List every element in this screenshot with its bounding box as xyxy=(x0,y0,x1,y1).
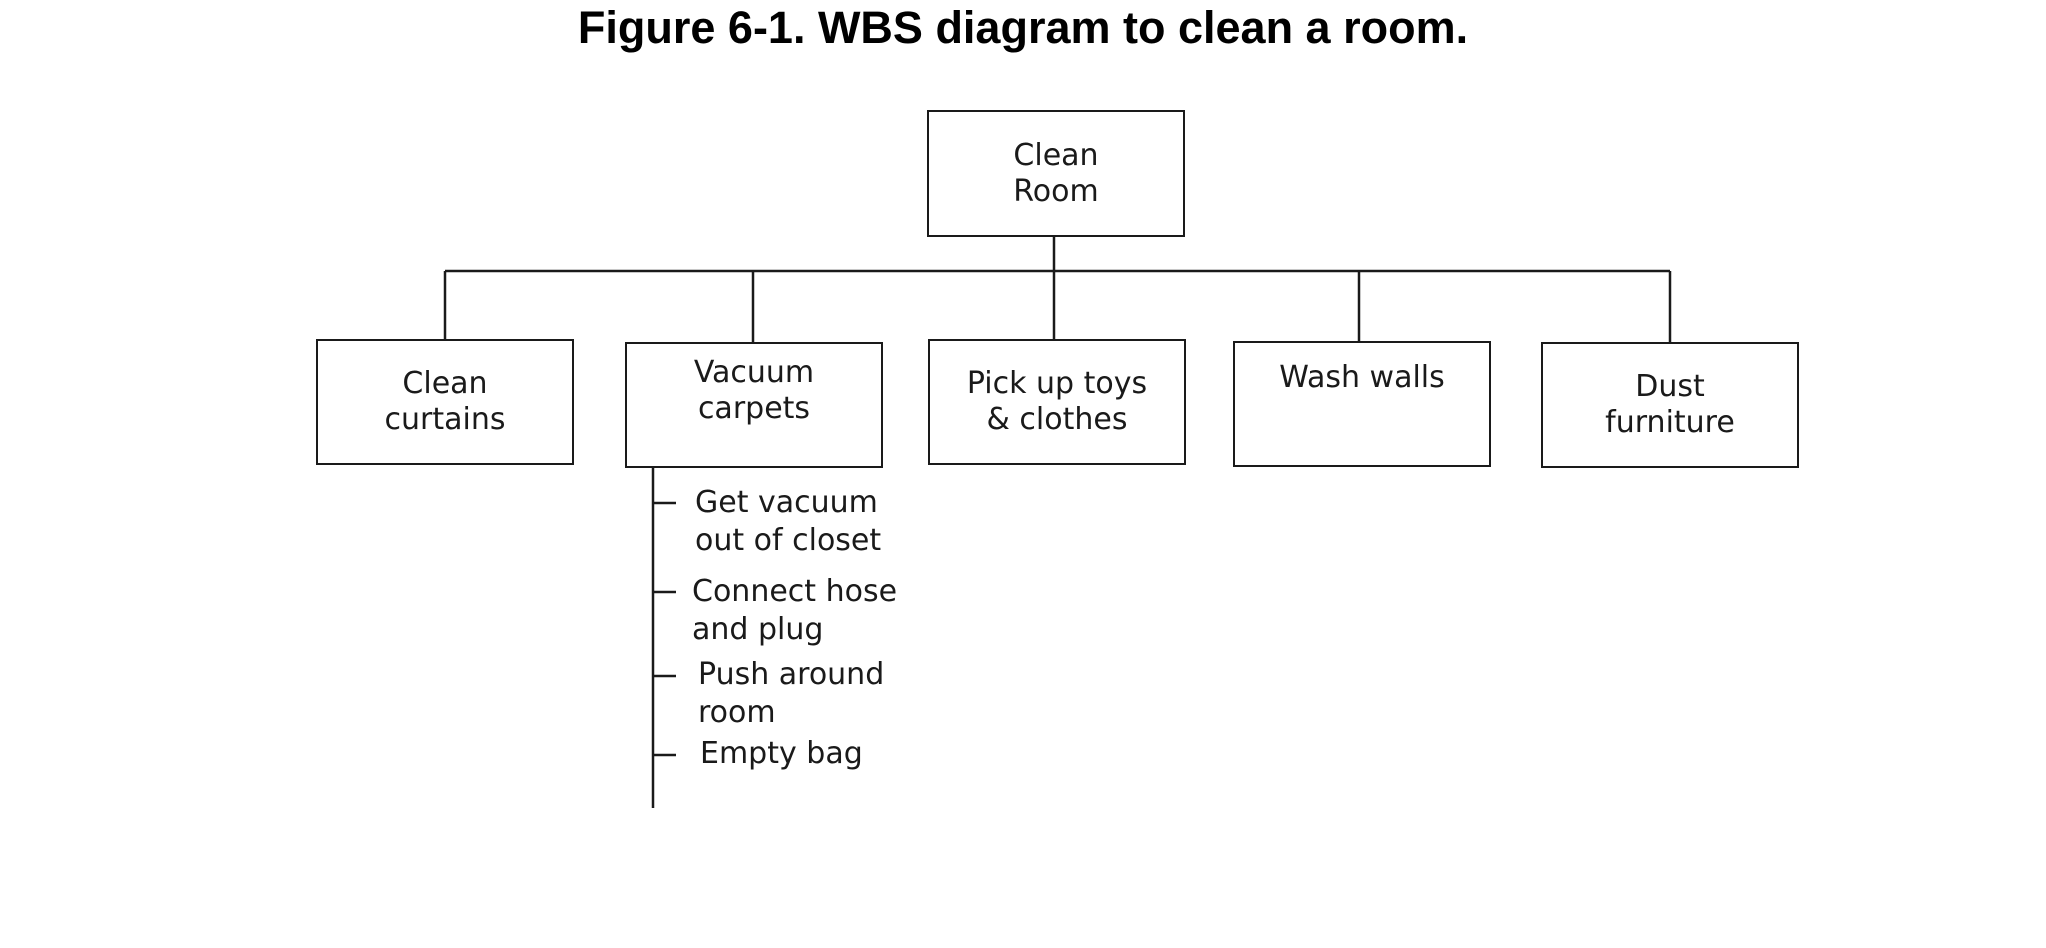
node-pick-up-toys: Pick up toys & clothes xyxy=(928,339,1186,465)
node-label: Pick up toys & clothes xyxy=(966,366,1148,437)
node-vacuum-carpets: Vacuum carpets xyxy=(625,342,883,468)
node-label: Wash walls xyxy=(1279,360,1445,395)
root-node-clean-room: Clean Room xyxy=(927,110,1185,237)
subtask-item: Empty bag xyxy=(700,736,863,771)
node-clean-curtains: Clean curtains xyxy=(316,339,574,465)
figure-title: Figure 6-1. WBS diagram to clean a room. xyxy=(577,2,1469,53)
node-label: Dust furniture xyxy=(1605,369,1735,440)
subtask-item: Connect hose and plug xyxy=(692,574,898,647)
node-label: Clean curtains xyxy=(384,366,506,437)
subtask-item: Push around room xyxy=(698,657,885,730)
node-dust-furniture: Dust furniture xyxy=(1541,342,1799,468)
node-label: Vacuum carpets xyxy=(693,355,815,426)
node-wash-walls: Wash walls xyxy=(1233,341,1491,467)
subtask-item: Get vacuum out of closet xyxy=(695,485,882,558)
root-node-label: Clean Room xyxy=(1013,137,1099,209)
